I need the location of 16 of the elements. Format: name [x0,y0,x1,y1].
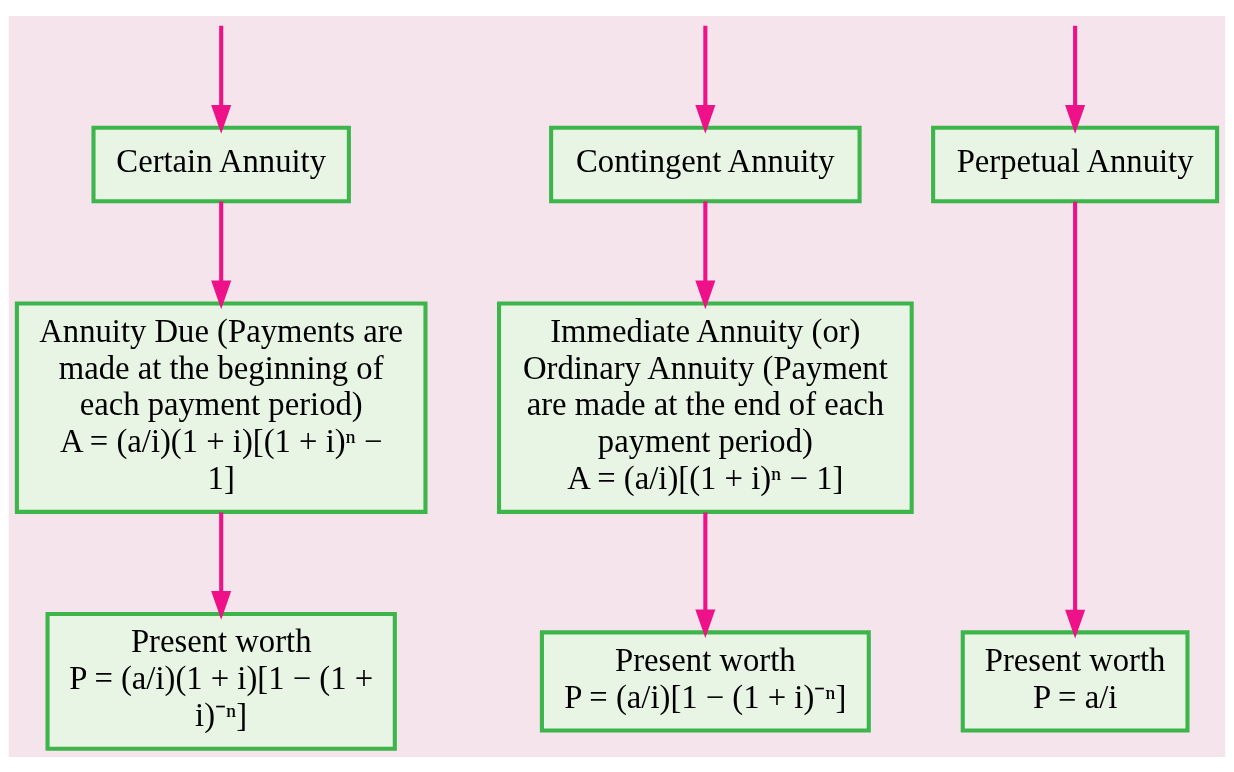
arrow [211,25,232,134]
node-box: Present worth P = (a/i)(1 + i)[1 − (1 + i)⁻ⁿ] [45,611,397,751]
arrow [695,25,716,134]
node-box: Immediate Annuity (or) Ordinary Annuity (Payment are made at the end of each payment period) A = (a/i)[(1 + i)ⁿ − 1] [496,300,914,514]
node-box: Present worth P = (a/i)[1 − (1 + i)⁻ⁿ] [539,629,871,732]
arrow [695,200,716,309]
arrow [695,511,716,638]
arrow [211,511,232,620]
arrow [1065,25,1086,134]
node-box: Certain Annuity [91,125,351,203]
node-box: Present worth P = a/i [960,629,1190,732]
node-box: Contingent Annuity [549,125,862,203]
arrow [1065,201,1086,638]
node-box: Annuity Due (Payments are made at the beginning of each payment period) A = (a/i)(1 + i)[(1 + i)ⁿ − 1] [14,300,428,514]
arrow [211,200,232,309]
node-box: Perpetual Annuity [931,125,1220,203]
